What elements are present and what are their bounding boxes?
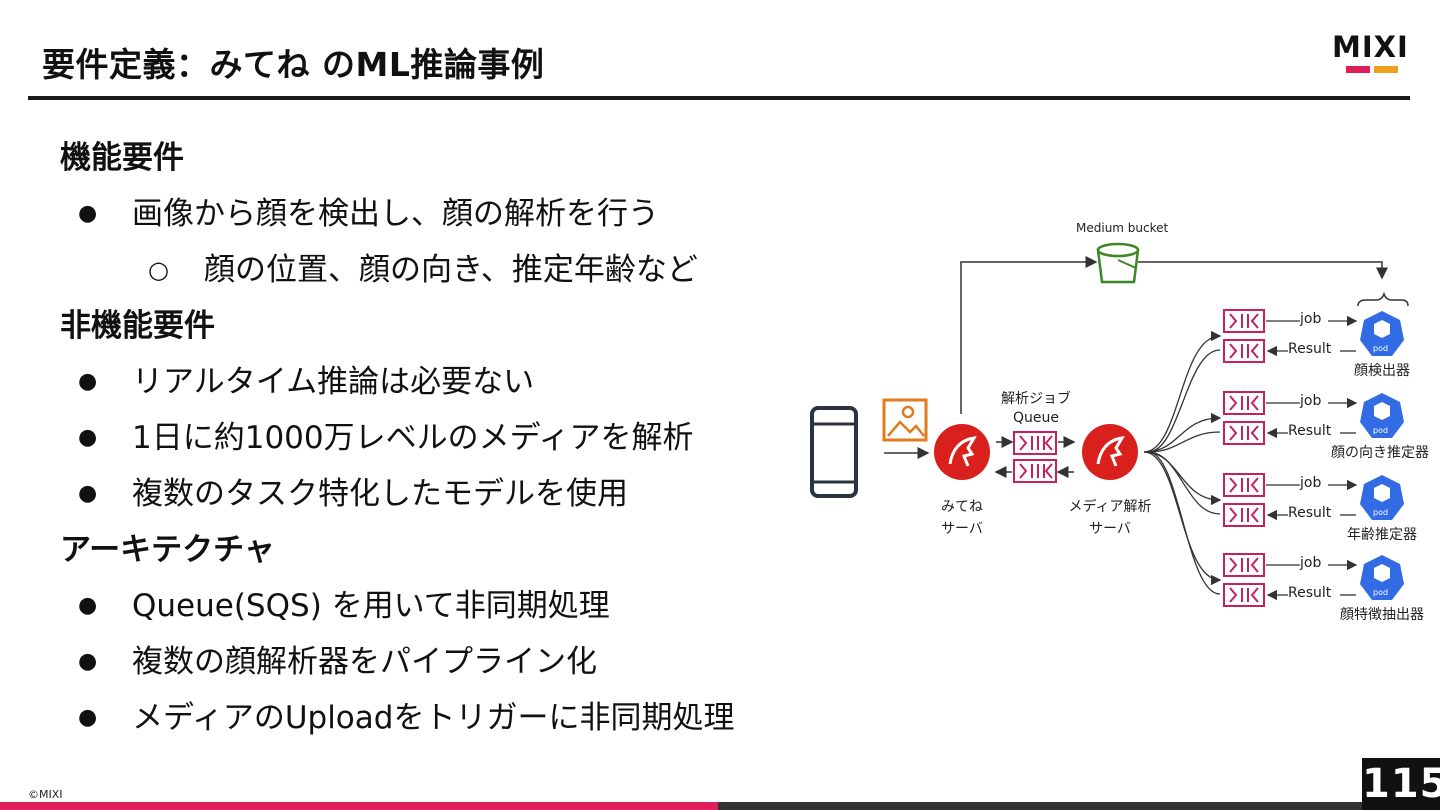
bullet: ● xyxy=(78,481,98,506)
bullet: ● xyxy=(78,649,98,674)
fan-out-arrows xyxy=(1143,330,1222,595)
title-divider xyxy=(28,96,1410,100)
bullet: ● xyxy=(78,425,98,450)
arrow-to-bucket xyxy=(960,256,1098,414)
worker-label-age-estimator: 年齢推定器 xyxy=(1347,527,1417,543)
bullet: ● xyxy=(78,705,98,730)
job-label: job xyxy=(1300,475,1322,491)
copyright: ©MIXI xyxy=(28,788,63,801)
logo-bar-pink xyxy=(1346,66,1370,73)
pods-brace xyxy=(1357,291,1409,307)
sub-bullet: ○ xyxy=(148,256,169,284)
sub-list-item: ○ 顔の位置、顔の向き、推定年齢など xyxy=(60,242,840,298)
list-item: ● 複数の顔解析器をパイプライン化 xyxy=(60,634,840,690)
list-item: ● リアルタイム推論は必要ない xyxy=(60,354,840,410)
logo-text: MIXI xyxy=(1332,30,1409,64)
pod-label: pod xyxy=(1373,426,1389,435)
architecture-diagram: Medium bucket 解析ジョブ Queue みてね サーバ メディア解析… xyxy=(800,210,1440,630)
media-server-icon xyxy=(1082,424,1138,480)
result-label: Result xyxy=(1288,423,1332,439)
queue-label-1: 解析ジョブ xyxy=(1001,391,1071,407)
footer-bar-pink xyxy=(0,802,718,810)
nonfunctional-heading: 非機能要件 xyxy=(60,308,215,344)
bucket-icon xyxy=(1096,242,1140,284)
job-label: job xyxy=(1300,555,1322,571)
list-item-text: メディアのUploadをトリガーに非同期処理 xyxy=(132,700,735,736)
job-label: job xyxy=(1300,311,1322,327)
result-label: Result xyxy=(1288,341,1332,357)
diagram-canvas xyxy=(810,242,1409,607)
app-server-icon xyxy=(934,424,990,480)
bucket-label: Medium bucket xyxy=(1076,221,1169,235)
arrow-bucket-to-workers xyxy=(1138,261,1388,280)
result-label: Result xyxy=(1288,505,1332,521)
list-item-text: 複数のタスク特化したモデルを使用 xyxy=(132,476,628,512)
list-item: ● 1日に約1000万レベルのメディアを解析 xyxy=(60,410,840,466)
list-item: ● 画像から顔を検出し、顔の解析を行う xyxy=(60,186,840,242)
job-label: job xyxy=(1300,393,1322,409)
pod-label: pod xyxy=(1373,588,1389,597)
functional-heading: 機能要件 xyxy=(60,140,184,176)
sub-list-item-text: 顔の位置、顔の向き、推定年齢など xyxy=(204,252,698,288)
worker-label-pose-estimator: 顔の向き推定器 xyxy=(1331,445,1429,461)
media-server-label-1: メディア解析 xyxy=(1068,499,1152,515)
mixi-logo: MIXI xyxy=(1332,30,1412,76)
slide-title: 要件定義：みてね のML推論事例 xyxy=(42,45,545,84)
worker-row-3 xyxy=(1223,473,1404,527)
logo-bar-orange xyxy=(1374,66,1398,73)
pod-label: pod xyxy=(1373,508,1389,517)
list-item-text: 複数の顔解析器をパイプライン化 xyxy=(132,644,597,680)
app-server-label-2: サーバ xyxy=(941,521,983,537)
queue-label-2: Queue xyxy=(1013,410,1059,426)
architecture-heading: アーキテクチャ xyxy=(60,532,275,568)
list-item: ● メディアのUploadをトリガーに非同期処理 xyxy=(60,690,840,746)
bullet: ● xyxy=(78,369,98,394)
list-item-text: 画像から顔を検出し、顔の解析を行う xyxy=(132,196,659,232)
bullet: ● xyxy=(78,201,98,226)
list-item-text: Queue(SQS) を用いて非同期処理 xyxy=(132,588,610,624)
app-server-label-1: みてね xyxy=(941,499,983,515)
list-item-text: 1日に約1000万レベルのメディアを解析 xyxy=(132,420,694,456)
list-item: ● Queue(SQS) を用いて非同期処理 xyxy=(60,578,840,634)
bullet: ● xyxy=(78,593,98,618)
image-icon xyxy=(882,398,928,442)
worker-row-2 xyxy=(1223,391,1404,445)
footer-bar-dark xyxy=(718,802,1440,810)
media-server-label-2: サーバ xyxy=(1089,521,1131,537)
list-item: ● 複数のタスク特化したモデルを使用 xyxy=(60,466,840,522)
job-queue-icon xyxy=(1013,431,1057,483)
page-number: 115 xyxy=(1362,758,1440,810)
result-label: Result xyxy=(1288,585,1332,601)
worker-row-4 xyxy=(1223,553,1404,607)
pod-label: pod xyxy=(1373,344,1389,353)
worker-label-feature-extractor: 顔特徴抽出器 xyxy=(1340,607,1424,623)
slide-body: 機能要件 ● 画像から顔を検出し、顔の解析を行う ○ 顔の位置、顔の向き、推定年齢な… xyxy=(60,130,840,746)
phone-icon xyxy=(810,406,858,498)
list-item-text: リアルタイム推論は必要ない xyxy=(132,364,535,400)
worker-label-face-detector: 顔検出器 xyxy=(1354,363,1410,379)
worker-row-1 xyxy=(1223,309,1404,363)
